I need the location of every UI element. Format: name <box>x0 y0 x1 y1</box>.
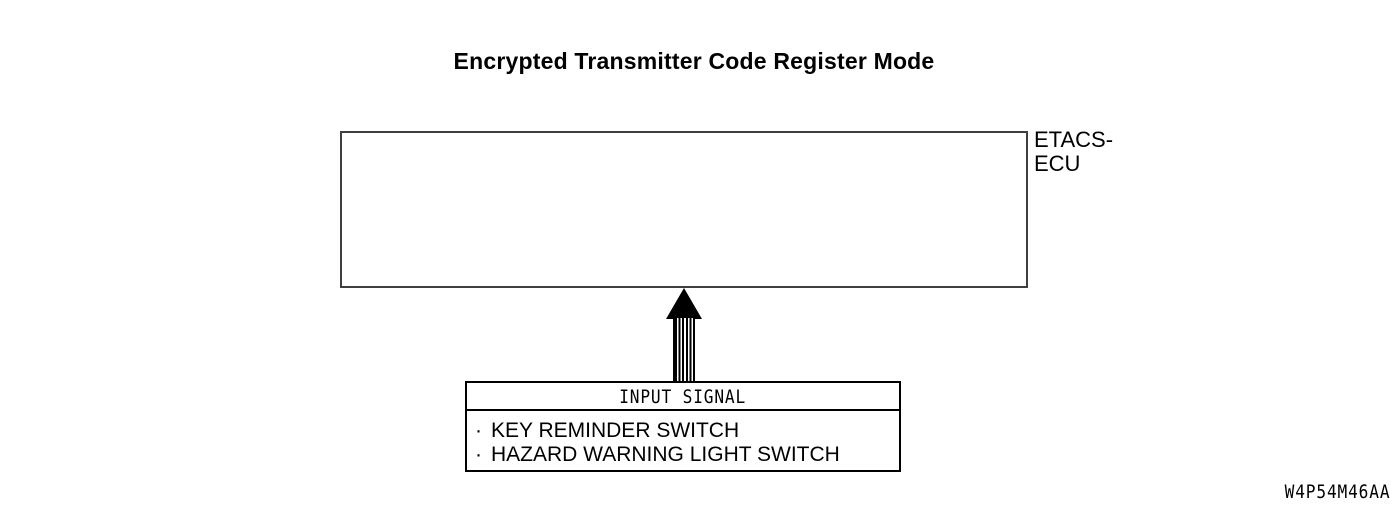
input-signal-header: INPUT SIGNAL <box>467 383 899 411</box>
figure-code-label: W4P54M46AA <box>1284 481 1390 503</box>
input-signal-header-label: INPUT SIGNAL <box>619 386 747 408</box>
arrow-shaft <box>673 318 695 381</box>
figure-code: W4P54M46AA <box>1140 481 1390 503</box>
bullet-icon: · <box>475 419 482 442</box>
bullet-icon: · <box>475 443 482 466</box>
input-signal-item-label: KEY REMINDER SWITCH <box>491 419 740 442</box>
input-signal-list: · KEY REMINDER SWITCH · HAZARD WARNING LIG… <box>467 411 899 467</box>
input-signal-item-label: HAZARD WARNING LIGHT SWITCH <box>491 443 840 466</box>
etacs-ecu-box <box>340 131 1028 288</box>
list-item: · HAZARD WARNING LIGHT SWITCH <box>475 443 899 467</box>
diagram-title: Encrypted Transmitter Code Register Mode <box>453 48 935 74</box>
list-item: · KEY REMINDER SWITCH <box>475 419 899 443</box>
etacs-ecu-label: ETACS- ECU <box>1034 128 1113 176</box>
etacs-ecu-label-line2: ECU <box>1034 151 1081 176</box>
arrow-up-icon <box>666 288 702 319</box>
etacs-ecu-label-line1: ETACS- <box>1034 127 1114 152</box>
input-signal-box: INPUT SIGNAL · KEY REMINDER SWITCH · HAZAR… <box>465 381 901 472</box>
